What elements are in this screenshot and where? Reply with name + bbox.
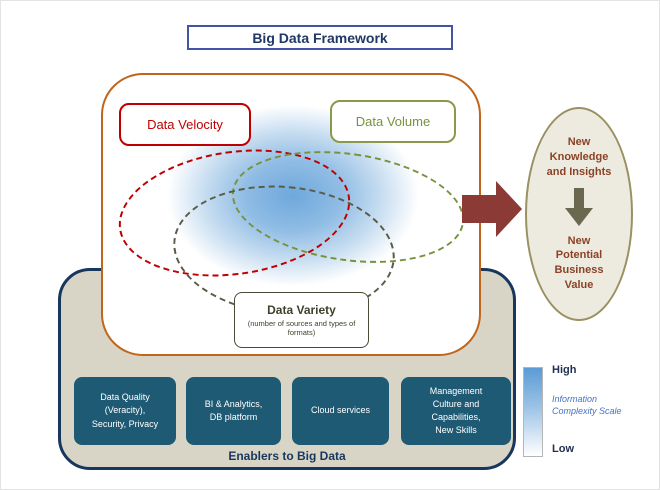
right-arrow-icon	[462, 181, 522, 237]
enabler-management-culture: Management Culture and Capabilities, New…	[401, 377, 511, 445]
enabler-cloud-services: Cloud services	[292, 377, 389, 445]
data-variety-text: Data Variety	[267, 302, 336, 317]
data-volume-label: Data Volume	[330, 100, 456, 143]
scale-low-label: Low	[552, 443, 574, 455]
enablers-label: Enablers to Big Data	[228, 449, 346, 463]
outcome-value-text: New Potential Business Value	[554, 234, 604, 292]
diagram-title-box: Big Data Framework	[187, 25, 453, 50]
venn-panel: Data Velocity Data Volume Data Variety (…	[101, 73, 481, 356]
data-velocity-text: Data Velocity	[147, 117, 223, 132]
outcome-ellipse: New Knowledge and Insights New Potential…	[525, 107, 633, 321]
data-velocity-label: Data Velocity	[119, 103, 251, 146]
data-variety-label: Data Variety (number of sources and type…	[234, 292, 369, 348]
diagram-title: Big Data Framework	[252, 29, 388, 46]
scale-title: Information Complexity Scale	[552, 394, 622, 417]
enabler-bi-analytics: BI & Analytics, DB platform	[186, 377, 281, 445]
data-volume-text: Data Volume	[355, 114, 431, 129]
enabler-data-quality: Data Quality (Veracity), Security, Priva…	[74, 377, 176, 445]
down-arrow-icon	[565, 187, 593, 226]
scale-gradient-bar	[523, 367, 543, 457]
scale-high-label: High	[552, 364, 577, 376]
data-variety-subtext: (number of sources and types of formats)	[247, 318, 356, 337]
outcome-knowledge-text: New Knowledge and Insights	[546, 136, 612, 178]
